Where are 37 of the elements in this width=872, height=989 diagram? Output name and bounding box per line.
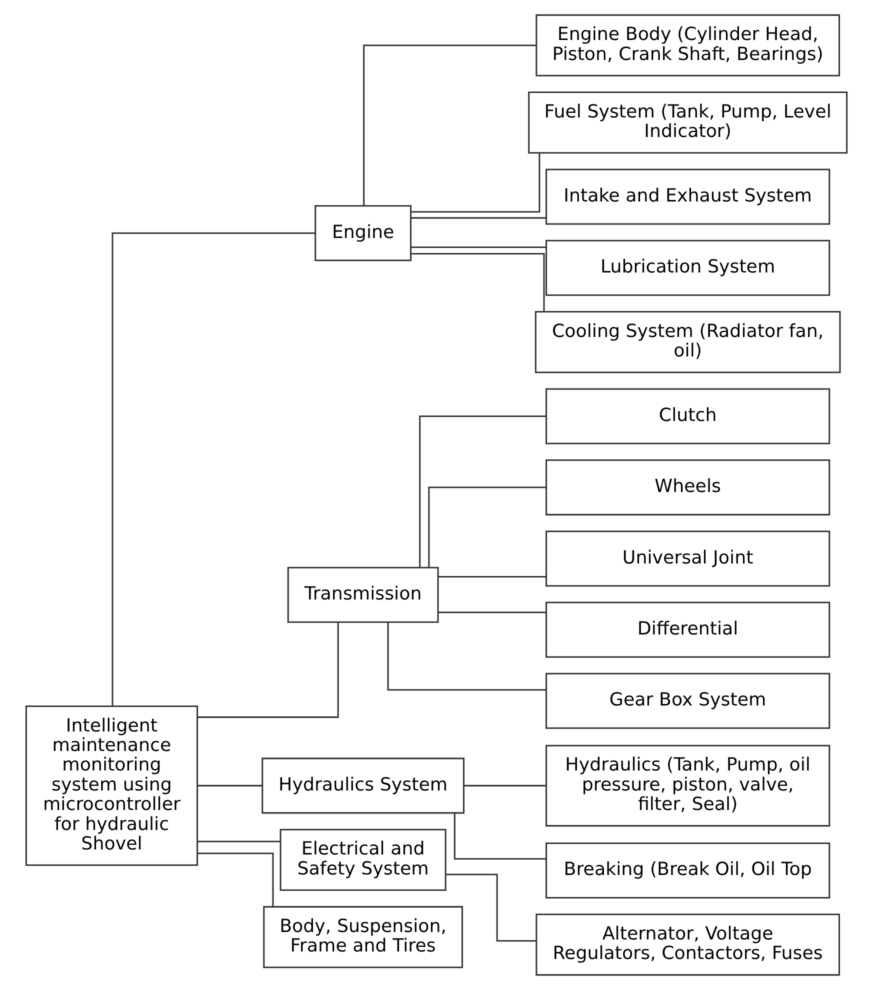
node-box: Engine xyxy=(314,204,412,261)
node-box: Lubrication System xyxy=(545,239,830,296)
connector xyxy=(428,486,546,567)
node-box: Transmission xyxy=(286,566,438,622)
node-box: Intake and Exhaust System xyxy=(545,168,830,224)
node-box: Intelligent maintenance monitoring system using microcontroller for hydraulic Shovel xyxy=(24,704,198,866)
connector xyxy=(386,622,546,690)
node-box: Fuel System (Tank, Pump, Level Indicator) xyxy=(528,91,848,154)
node-box: Electrical and Safety System xyxy=(279,828,446,890)
connector xyxy=(196,622,338,718)
connector xyxy=(410,252,544,312)
node-box: Hydraulics System xyxy=(261,757,464,814)
node-box: Engine Body (Cylinder Head, Piston, Crank Shaft, Bearings) xyxy=(535,14,840,76)
connector xyxy=(438,611,546,613)
node-box: Hydraulics (Tank, Pump, oil pressure, piston, valve, filter, Seal) xyxy=(545,744,830,826)
node-box: Body, Suspension, Frame and Tires xyxy=(262,906,462,968)
connector xyxy=(418,415,546,567)
node-box: Breaking (Break Oil, Oil Top xyxy=(545,842,830,898)
connector xyxy=(453,812,546,860)
connector xyxy=(362,44,536,206)
connector xyxy=(111,232,315,706)
connector xyxy=(410,152,540,212)
connector xyxy=(410,246,546,248)
node-box: Gear Box System xyxy=(545,672,830,728)
node-box: Differential xyxy=(545,601,830,658)
connector xyxy=(197,840,280,842)
connector xyxy=(445,873,536,942)
node-box: Cooling System (Radiator fan, oil) xyxy=(534,310,840,373)
node-box: Wheels xyxy=(545,458,830,515)
node-box: Alternator, Voltage Regulators, Contactors, Fuses xyxy=(535,913,840,976)
connector xyxy=(464,784,546,786)
node-box: Universal Joint xyxy=(545,530,830,586)
connector xyxy=(438,576,546,578)
connector xyxy=(197,852,274,906)
node-box: Clutch xyxy=(545,388,830,444)
connector xyxy=(197,784,262,786)
connector xyxy=(410,216,546,218)
